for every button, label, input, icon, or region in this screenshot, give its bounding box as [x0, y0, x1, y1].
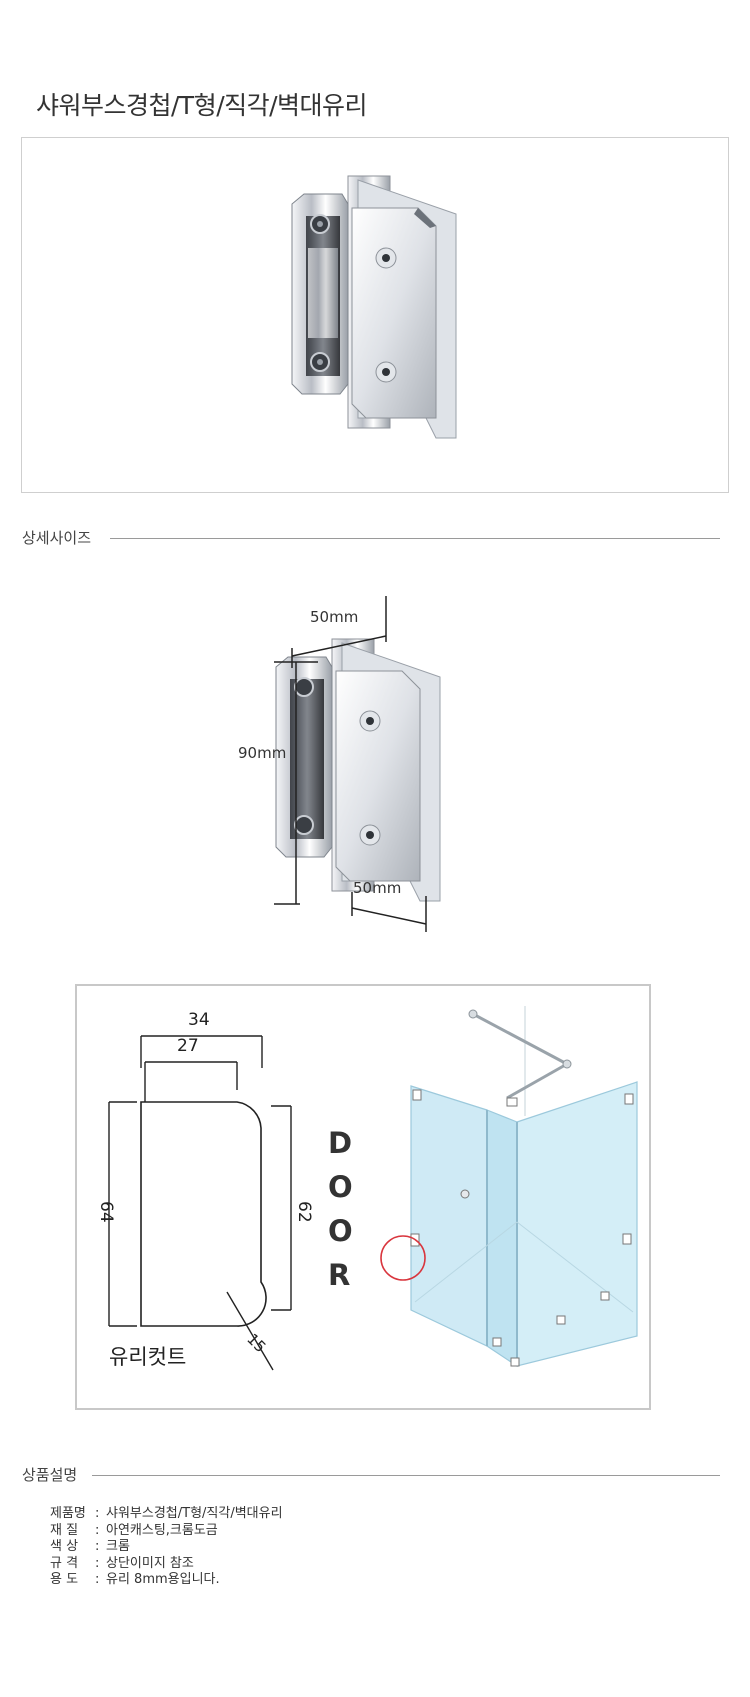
- spec-label: 색 상: [50, 1539, 79, 1554]
- dimension-height: 90mm: [238, 744, 287, 762]
- product-image: [291, 175, 457, 439]
- section-title-detail-size: 상세사이즈: [22, 529, 92, 547]
- spec-value: 아연캐스팅,크롬도금: [106, 1522, 218, 1538]
- spec-value: 유리 8mm용입니다.: [106, 1572, 220, 1587]
- spec-value: 상단이미지 참조: [106, 1555, 194, 1571]
- spec-value: 샤워부스경첩/T형/직각/벽대유리: [106, 1506, 283, 1521]
- glass-cut-caption: 유리컷트: [109, 1345, 187, 1369]
- glass-cut-left-height: 64: [96, 1201, 116, 1223]
- spec-colon: :: [95, 1555, 100, 1571]
- spec-label: 규 격: [50, 1555, 79, 1571]
- glass-cut-right-height: 62: [294, 1201, 314, 1223]
- spec-label: 용 도: [50, 1572, 79, 1587]
- spec-colon: :: [95, 1539, 100, 1554]
- door-letter-2: O: [328, 1170, 353, 1204]
- glass-cut-inner-width: 27: [177, 1036, 199, 1056]
- spec-colon: :: [95, 1572, 100, 1587]
- spec-label: 제품명: [50, 1506, 86, 1521]
- spec-colon: :: [95, 1506, 100, 1521]
- spec-row-material: 재 질: 아연캐스팅,크롬도금: [50, 1523, 283, 1540]
- spec-row-size: 규 격: 상단이미지 참조: [50, 1556, 283, 1573]
- spec-row-usage: 용 도: 유리 8mm용입니다.: [50, 1572, 283, 1589]
- door-letter-3: O: [328, 1214, 353, 1248]
- glass-cut-diagram: [108, 1006, 638, 1371]
- spec-row-color: 색 상: 크롬: [50, 1539, 283, 1556]
- section-divider: [110, 538, 720, 539]
- door-letter-1: D: [328, 1126, 353, 1160]
- page-title: 샤워부스경첩/T형/직각/벽대유리: [36, 91, 368, 120]
- dimension-bottom-width: 50mm: [353, 879, 402, 897]
- section-title-description: 상품설명: [22, 1466, 78, 1484]
- door-letter-4: R: [328, 1258, 351, 1292]
- section-divider: [92, 1475, 720, 1476]
- dimension-top-width: 50mm: [310, 608, 359, 626]
- spec-colon: :: [95, 1522, 100, 1538]
- glass-cut-outer-width: 34: [188, 1010, 210, 1030]
- spec-label: 재 질: [50, 1522, 79, 1538]
- dimension-drawing: [274, 596, 441, 932]
- spec-value: 크롬: [106, 1539, 130, 1554]
- product-image-frame: [21, 137, 729, 493]
- spec-list: 제품명: 샤워부스경첩/T형/직각/벽대유리 재 질: 아연캐스팅,크롬도금 색 상…: [50, 1506, 283, 1589]
- spec-row-name: 제품명: 샤워부스경첩/T형/직각/벽대유리: [50, 1506, 283, 1523]
